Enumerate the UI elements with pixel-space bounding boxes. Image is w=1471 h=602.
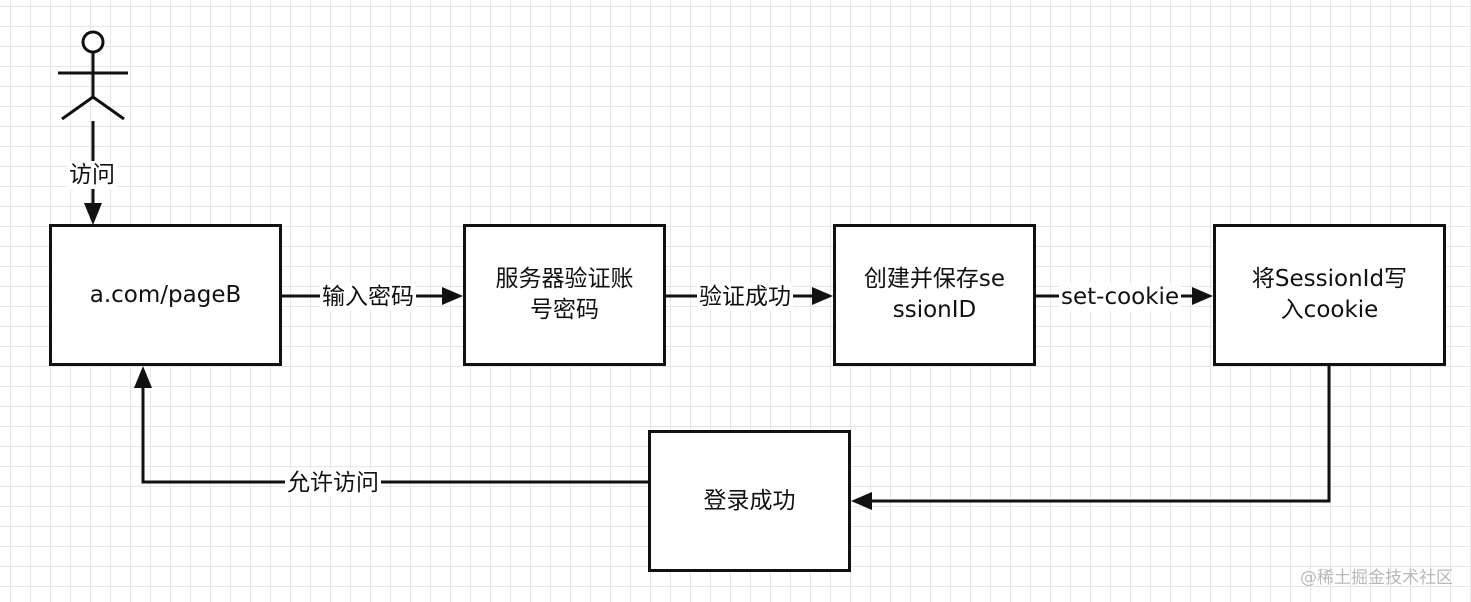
edge-set-cookie-label: set-cookie	[1059, 283, 1182, 311]
node-create: 创建并保存sessionID	[833, 224, 1036, 366]
watermark-text: @稀土掘金技术社区	[1300, 568, 1453, 588]
edge-allow-label: 允许访问	[285, 469, 381, 497]
actor-figure	[58, 30, 128, 121]
edge-write-success-arrowhead	[851, 492, 872, 510]
edge-input-label: 输入密码	[320, 283, 416, 311]
node-write-label: 将SessionId写入cookie	[1251, 266, 1408, 323]
edge-verified-label: 验证成功	[697, 283, 793, 311]
node-success: 登录成功	[648, 430, 851, 572]
node-verify-label: 服务器验证账号密码	[495, 266, 634, 323]
node-success-label: 登录成功	[703, 487, 796, 514]
node-page: a.com/pageB	[49, 224, 282, 366]
node-create-label: 创建并保存sessionID	[863, 266, 1006, 323]
edge-verified-arrowhead	[812, 287, 833, 305]
edge-input-arrowhead	[442, 287, 463, 305]
edge-visit-label: 访问	[67, 161, 117, 189]
edge-visit-arrowhead	[84, 203, 102, 225]
edge-set-cookie-arrowhead	[1192, 287, 1213, 305]
edge-write-success-line	[869, 366, 1331, 503]
node-page-label: a.com/pageB	[89, 281, 242, 308]
edge-allow-line	[141, 385, 649, 484]
edge-allow-arrowhead	[134, 366, 152, 388]
node-verify: 服务器验证账号密码	[463, 224, 666, 366]
node-write: 将SessionId写入cookie	[1213, 224, 1446, 366]
